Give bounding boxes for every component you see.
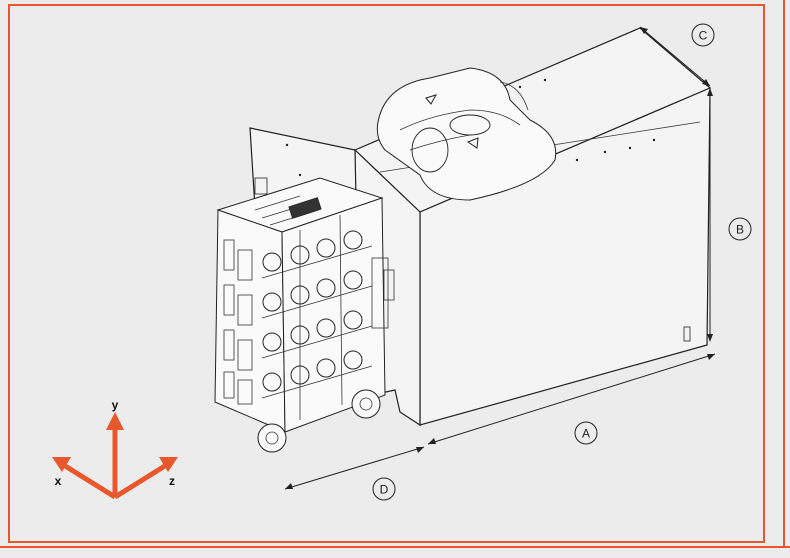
callout-a-label: A (582, 427, 590, 441)
page-frame (8, 4, 765, 543)
axis-indicator: y x z (52, 398, 178, 500)
callout-c: C (691, 23, 715, 47)
callout-d-label: D (380, 483, 389, 497)
callout-a: A (574, 421, 598, 445)
roller-rows (261, 214, 373, 420)
top-drum (376, 67, 557, 201)
callout-c-label: C (699, 29, 708, 43)
axis-label-z: z (169, 474, 175, 488)
cassette-rack (214, 177, 395, 453)
callout-b-label: B (736, 223, 744, 237)
dimension-lines (284, 26, 716, 490)
callout-d: D (372, 477, 396, 501)
axis-label-x: x (55, 474, 62, 488)
page-frame-edge-bottom (0, 546, 790, 548)
callout-b: B (728, 217, 752, 241)
page-frame-edge-right (783, 0, 785, 548)
axis-label-y: y (112, 398, 119, 412)
